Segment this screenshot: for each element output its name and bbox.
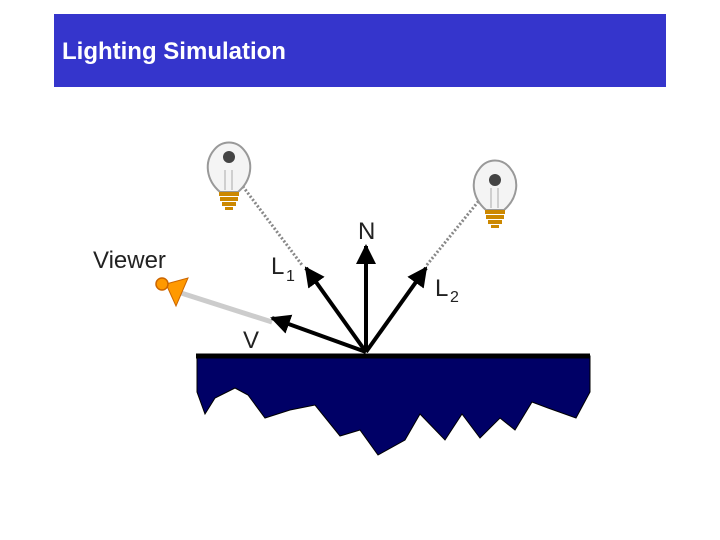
- light2-subscript: 2: [450, 289, 459, 306]
- light1-arrow: [304, 266, 368, 354]
- light2-ray: [424, 191, 488, 267]
- light1-subscript: 1: [286, 268, 295, 285]
- view-vector-label: V: [243, 327, 259, 354]
- slide-title: Lighting Simulation: [62, 38, 286, 65]
- light1-label: L: [271, 253, 284, 280]
- light-bulb-icon: [472, 159, 518, 228]
- light1-ray: [236, 179, 304, 266]
- title-bar: Lighting Simulation: [54, 14, 666, 87]
- surface: [196, 355, 591, 456]
- light-bulb-icon: [206, 141, 252, 210]
- viewer-sight-line: [177, 289, 273, 325]
- light2-label: L: [435, 275, 448, 302]
- viewer-eye-icon: [155, 277, 189, 308]
- view-arrow: [270, 314, 367, 354]
- normal-label: N: [358, 218, 375, 245]
- light2-arrow: [364, 266, 428, 354]
- viewer-label: Viewer: [93, 247, 166, 274]
